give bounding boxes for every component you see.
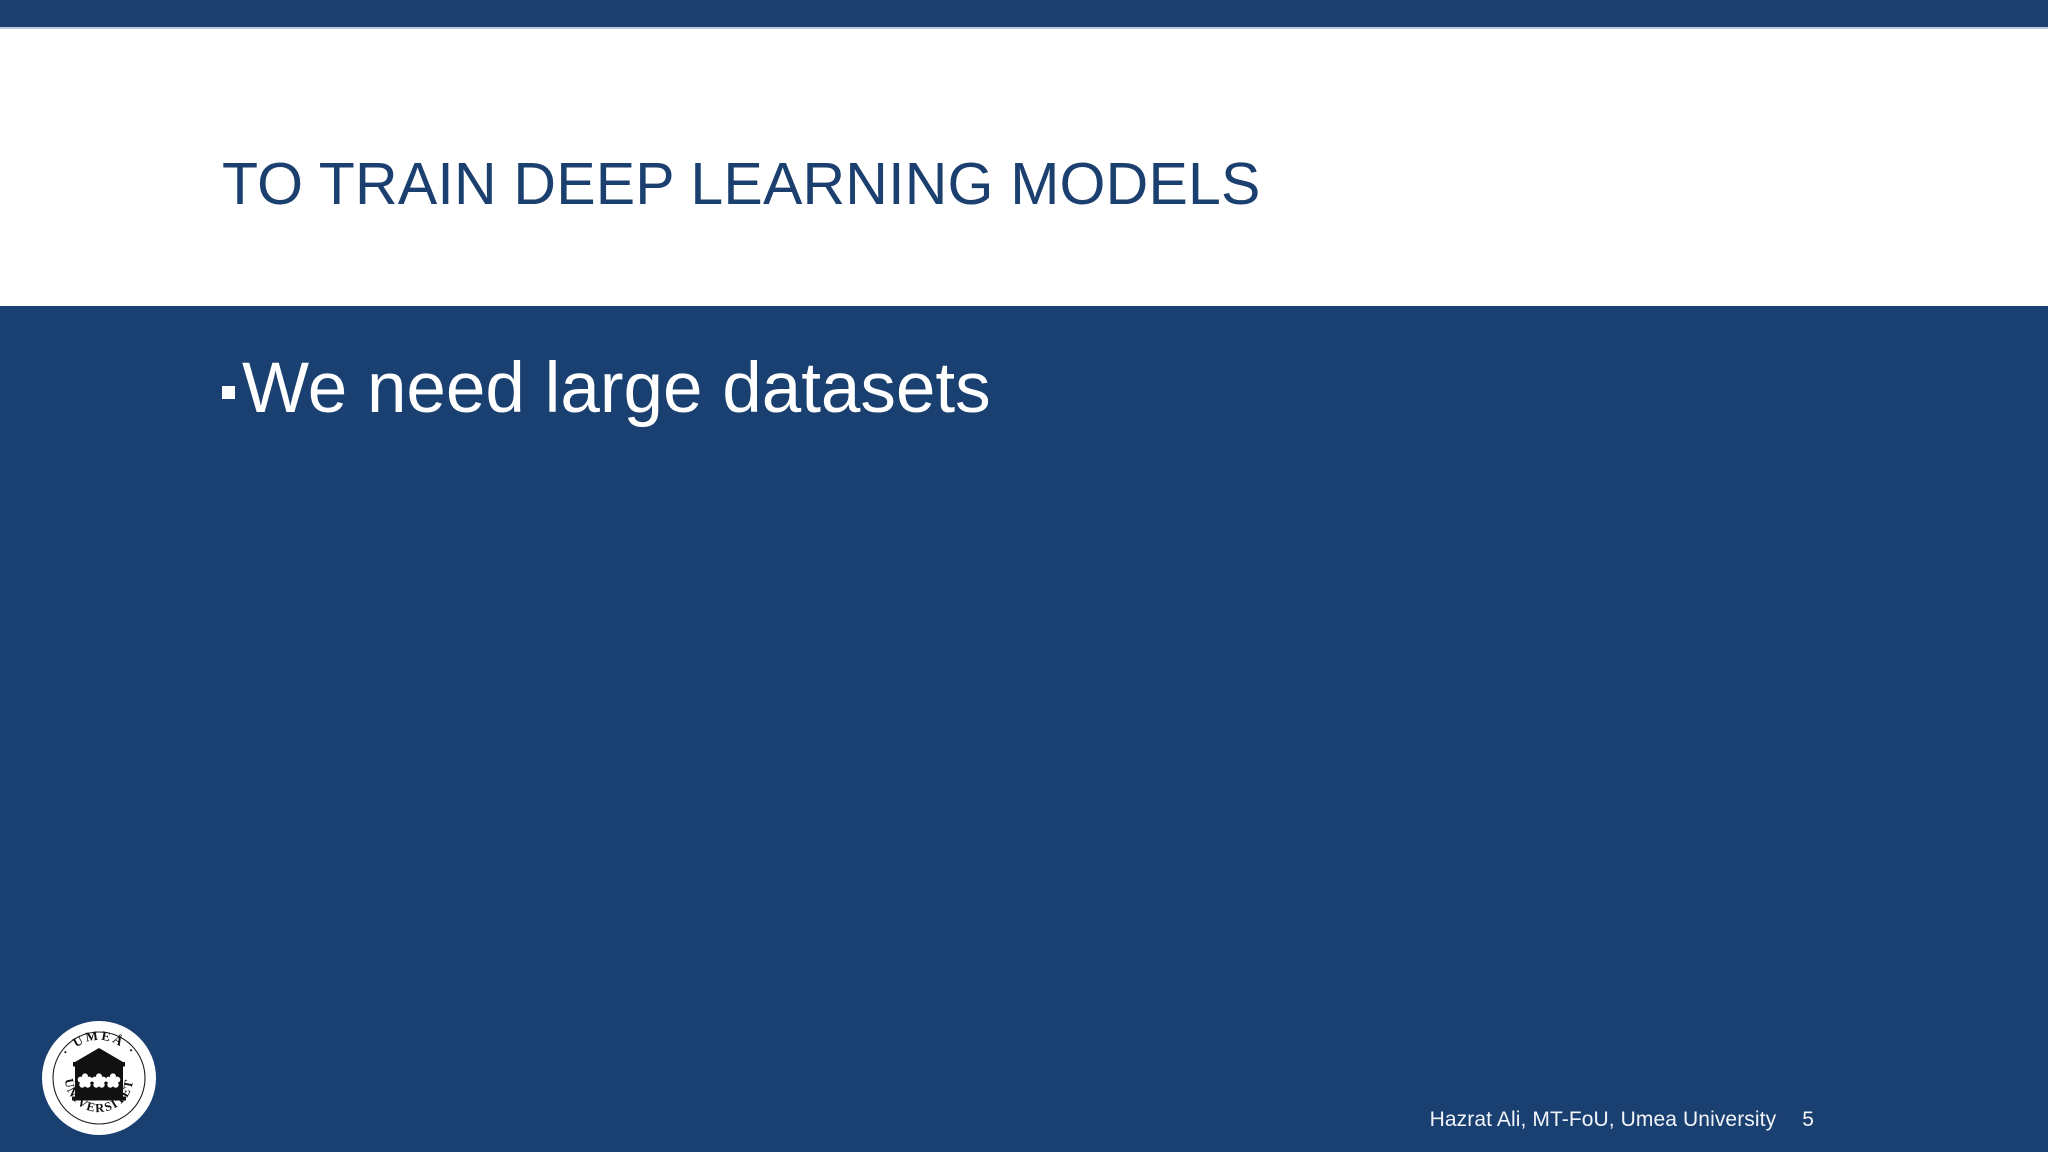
page-title: To train deep learning models — [222, 151, 1261, 217]
bullet-list: We need large datasets — [222, 346, 1882, 451]
umea-university-logo: · UMEÅ · UNIVERSITET — [39, 1018, 159, 1138]
footer-credit-text: Hazrat Ali, MT-FoU, Umea University — [1429, 1108, 1777, 1131]
body-band: We need large datasets Hazrat Ali, MT-Fo… — [0, 306, 2048, 1152]
title-band: To train deep learning models — [0, 29, 2048, 306]
top-accent-bar — [0, 0, 2048, 27]
bullet-item-label: We need large datasets — [242, 349, 991, 428]
slide-footer: Hazrat Ali, MT-FoU, Umea University 5 — [1430, 1088, 2048, 1152]
top-bar-hairline — [0, 27, 2048, 29]
square-bullet-icon — [222, 386, 235, 399]
page-number: 5 — [1802, 1108, 1814, 1131]
list-item: We need large datasets — [222, 346, 1882, 433]
